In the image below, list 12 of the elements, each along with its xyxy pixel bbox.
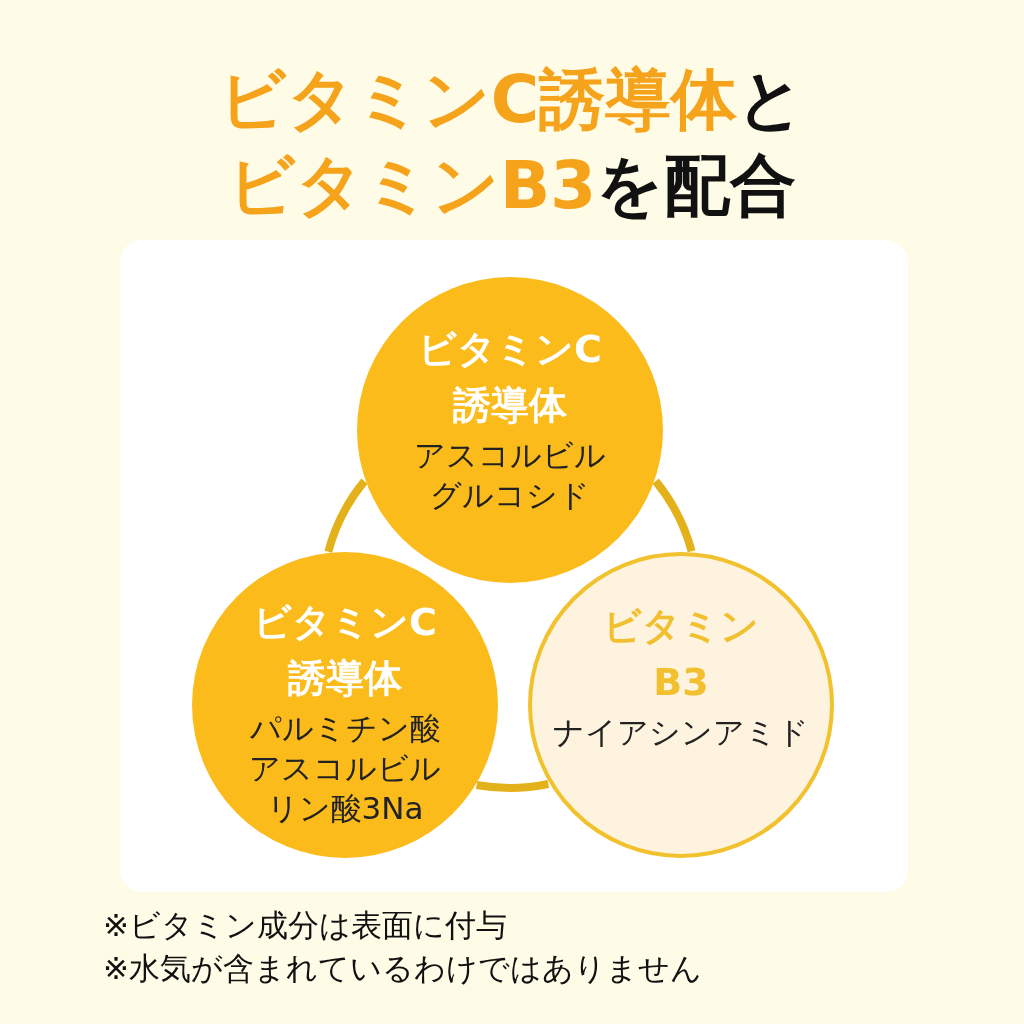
circle-heading: ビタミンC誘導体 xyxy=(252,599,438,702)
title: ビタミンC誘導体とビタミンB3を配合 xyxy=(217,60,807,226)
connector-arc xyxy=(324,478,368,553)
connector-arc xyxy=(476,780,550,792)
connector-arc xyxy=(652,478,696,553)
ingredient-name: アスコルビルグルコシド xyxy=(413,436,607,515)
footnote: ※ビタミン成分は表面に付与 xyxy=(103,906,507,945)
ingredient-name: パルミチン酸アスコルビルリン酸3Na xyxy=(248,709,442,828)
footnote: ※水気が含まれているわけではありません xyxy=(103,949,702,988)
ingredient-name: ナイアシンアミド xyxy=(553,713,809,752)
circle-heading: ビタミンB3 xyxy=(602,603,760,706)
circle-heading: ビタミンC誘導体 xyxy=(417,326,603,429)
